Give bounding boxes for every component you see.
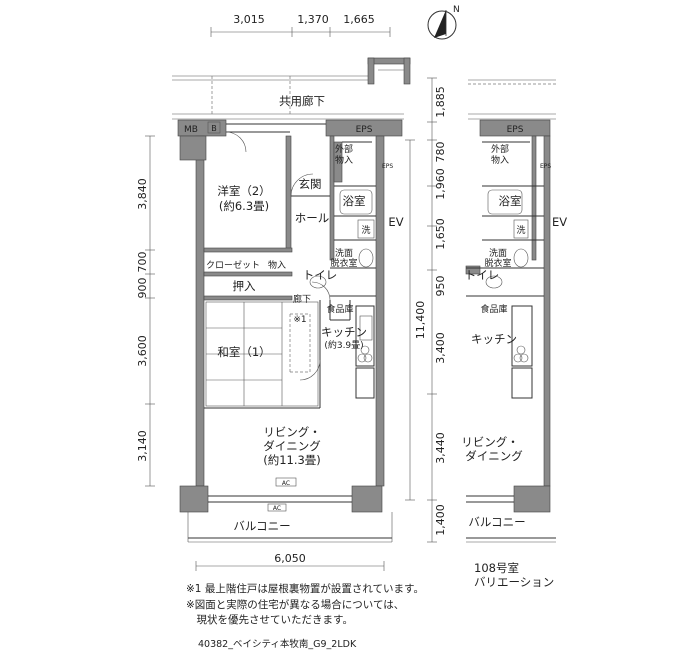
mb-label: MB: [184, 125, 198, 135]
variation-eps-label: EPS: [507, 125, 524, 135]
corridor-label: 共用廊下: [279, 94, 325, 108]
dim-top-3: 1,665: [343, 13, 375, 26]
top-dimension-line: [210, 27, 391, 37]
variation-gaibu-label-1: 外部: [491, 143, 509, 155]
rouka-label: 廊下: [293, 293, 311, 305]
variation-wash-label: 洗: [516, 224, 525, 236]
variation-washroom-1: 洗面: [489, 247, 507, 259]
ac-outdoor-label: AC: [273, 505, 281, 512]
variation-caption-2: バリエーション: [474, 575, 554, 589]
interior-walls: [203, 135, 376, 409]
left-dimension-line: [145, 135, 155, 487]
western-room-label: 洋室（2）: [217, 184, 270, 198]
eps-small-label: EPS: [382, 163, 393, 170]
dim-right-7: 3,440: [434, 432, 447, 464]
gaibu-label-2: 物入: [335, 154, 353, 166]
variation-bath-label: 浴室: [499, 194, 522, 208]
variation-gaibu-label-2: 物入: [491, 154, 509, 166]
washroom-label-1: 洗面: [335, 247, 353, 259]
gaibu-label-1: 外部: [335, 143, 353, 155]
dim-right-4: 1,650: [434, 218, 447, 250]
variation-caption-1: 108号室: [474, 561, 519, 575]
dim-top-1: 3,015: [233, 13, 265, 26]
unit-walls: [177, 119, 403, 543]
dim-right-1: 1,885: [434, 86, 447, 118]
kitchen-label: キッチン: [321, 325, 367, 339]
right-dimension-lines: [405, 77, 437, 543]
b-box: [207, 121, 221, 134]
note-line-2: ※図面と実際の住宅が異なる場合については、: [186, 598, 404, 611]
note-mark-label: ※1: [293, 315, 306, 325]
north-label: N: [453, 5, 460, 15]
entrance-label: 玄関: [299, 177, 322, 191]
toilet-label: トイレ: [303, 268, 338, 282]
variation-kitchen-label: キッチン: [471, 332, 517, 346]
ev-label: EV: [388, 215, 403, 229]
variation-living-1: リビング・: [461, 435, 519, 449]
note-line-3: 現状を優先させていただきます。: [186, 613, 353, 626]
tatami-grid: [205, 301, 319, 407]
dim-left-2: 900: [136, 278, 149, 299]
dim-left-4: 3,600: [136, 335, 149, 367]
ac-unit-outdoor: [267, 503, 287, 512]
variation-balcony-label: バルコニー: [468, 515, 525, 529]
bottom-dimension-line: [195, 561, 385, 571]
note-line-1: ※1 最上階住戸は屋根裏物置が設置されています。: [186, 582, 424, 595]
ac-unit-indoor: [275, 477, 297, 487]
balcony-label: バルコニー: [233, 519, 290, 533]
western-room-size: (約6.3畳): [219, 199, 269, 213]
ac-indoor-label: AC: [282, 480, 290, 487]
b-label: B: [211, 124, 217, 133]
dim-left-5: 3,140: [136, 430, 149, 462]
kitchen-size: (約3.9畳): [324, 339, 363, 351]
wash-label: 洗: [361, 224, 370, 236]
dim-left-3: 700: [136, 252, 149, 273]
dim-left-1: 3,840: [136, 178, 149, 210]
bath-label: 浴室: [343, 194, 366, 208]
footer-code: 40382_ベイシティ本牧南_G9_2LDK: [198, 638, 357, 650]
dim-right-total: 11,400: [414, 301, 427, 340]
living-label-1: リビング・: [263, 425, 321, 439]
oshiire-label: 押入: [233, 279, 256, 293]
corridor-structure: [172, 57, 411, 120]
closet-label: クローゼット: [206, 259, 260, 271]
dim-right-5: 950: [434, 276, 447, 297]
washroom-label-2: 脱衣室: [330, 257, 357, 269]
living-size: (約11.3畳): [263, 453, 321, 467]
north-arrow-icon: [427, 10, 457, 40]
variation-ev-label: EV: [552, 215, 567, 229]
variation-plan: [465, 79, 556, 543]
variation-washroom-2: 脱衣室: [484, 257, 511, 269]
variation-living-2: ダイニング: [465, 449, 523, 463]
dim-bottom: 6,050: [274, 552, 306, 565]
dim-right-3: 1,960: [434, 168, 447, 200]
fixtures: [225, 131, 375, 381]
dim-right-6: 3,400: [434, 332, 447, 364]
eps-label: EPS: [356, 125, 373, 135]
dim-right-8: 1,400: [434, 504, 447, 536]
monoire-label: 物入: [268, 259, 286, 271]
hall-label: ホール: [295, 211, 330, 225]
variation-toilet-label: トイレ: [465, 268, 500, 282]
living-label-2: ダイニング: [263, 439, 321, 453]
pantry-label: 食品庫: [326, 303, 353, 315]
dim-top-2: 1,370: [297, 13, 329, 26]
variation-pantry-label: 食品庫: [480, 303, 507, 315]
dim-right-2: 780: [434, 142, 447, 163]
variation-eps-small: EPS: [540, 163, 551, 170]
japanese-room-label: 和室（1）: [217, 345, 270, 359]
